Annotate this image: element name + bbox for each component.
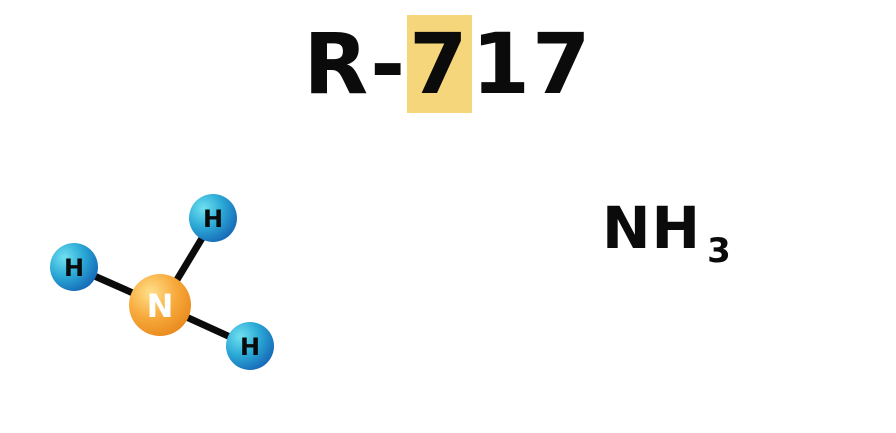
hydrogen-label: H [240, 333, 260, 361]
refrigerant-title: R-717 [0, 15, 896, 113]
nitrogen-atom: N [129, 274, 191, 336]
hydrogen-label: H [203, 205, 223, 233]
title-suffix: 17 [471, 15, 593, 113]
title-highlight: 7 [407, 15, 472, 113]
title-prefix: R- [303, 15, 408, 113]
hydrogen-label: H [64, 254, 84, 282]
hydrogen-atom-top: H [189, 194, 237, 242]
hydrogen-atom-left: H [50, 243, 98, 291]
formula-main: NH [602, 194, 702, 262]
hydrogen-atom-right: H [226, 322, 274, 370]
formula-subscript: 3 [707, 231, 732, 271]
nitrogen-label: N [147, 287, 174, 325]
